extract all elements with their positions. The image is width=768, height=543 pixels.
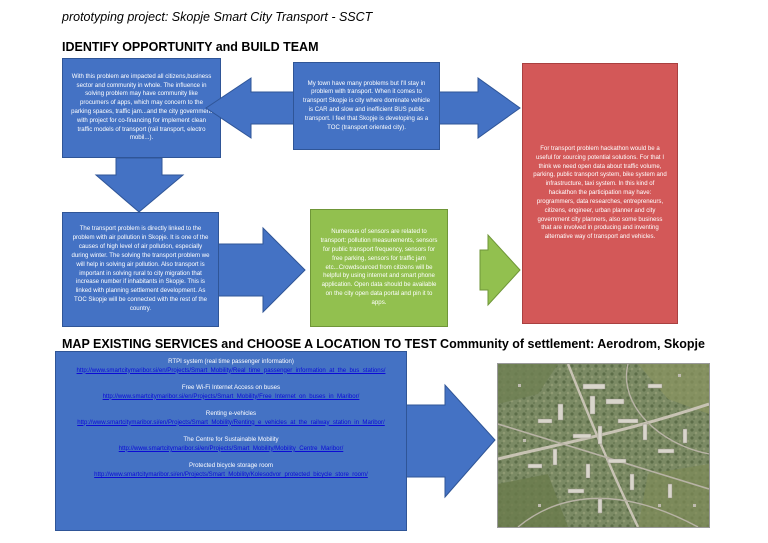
town-text: My town have many problems but I'll stay… — [302, 79, 430, 131]
service-item: Free Wi-Fi Internet Access on buses http… — [62, 384, 400, 401]
page-title: prototyping project: Skopje Smart City T… — [62, 10, 373, 24]
services-box: RTPI system (real time passenger informa… — [55, 351, 407, 531]
aerial-map-graphic — [498, 364, 709, 527]
impact-box: With this problem are impacted all citiz… — [62, 58, 221, 158]
service-title: Renting e-vehicles — [205, 410, 257, 418]
hackathon-box: For transport problem hackathon would be… — [522, 63, 678, 324]
service-link[interactable]: http://www.smartcitymaribor.si/en/Projec… — [77, 418, 385, 426]
aerial-map-image — [497, 363, 710, 528]
impact-text: With this problem are impacted all citiz… — [71, 72, 212, 142]
hackathon-text: For transport problem hackathon would be… — [533, 144, 667, 241]
service-item: The Centre for Sustainable Mobility http… — [62, 436, 400, 453]
service-link[interactable]: http://www.smartcitymaribor.si/en/Projec… — [102, 392, 360, 400]
service-item: Protected bicycle storage room http://ww… — [62, 462, 400, 479]
down-arrow — [94, 157, 185, 213]
section-heading-map: MAP EXISTING SERVICES and CHOOSE A LOCAT… — [62, 337, 705, 351]
sensors-text: Numerous of sensors are related to trans… — [320, 228, 438, 306]
service-link[interactable]: http://www.smartcitymaribor.si/en/Projec… — [94, 470, 368, 478]
sensors-box: Numerous of sensors are related to trans… — [310, 209, 448, 327]
pollution-box: The transport problem is directly linked… — [62, 212, 219, 327]
service-title: RTPI system (real time passenger informa… — [168, 358, 294, 365]
section-heading-opportunity: IDENTIFY OPPORTUNITY and BUILD TEAM — [62, 40, 319, 54]
service-item: RTPI system (real time passenger informa… — [62, 358, 400, 375]
service-link[interactable]: http://www.smartcitymaribor.si/en/Projec… — [76, 366, 386, 374]
right-arrow-green — [479, 233, 521, 307]
service-item: Renting e-vehicles http://www.smartcitym… — [62, 410, 400, 427]
service-title: Free Wi-Fi Internet Access on buses — [181, 384, 281, 392]
service-title: The Centre for Sustainable Mobility — [183, 436, 279, 444]
service-title: Protected bicycle storage room — [189, 462, 273, 470]
town-box: My town have many problems but I'll stay… — [293, 62, 440, 150]
right-arrow-middle — [217, 226, 306, 314]
pollution-text: The transport problem is directly linked… — [71, 225, 210, 312]
right-arrow-services — [404, 383, 496, 499]
service-link[interactable]: http://www.smartcitymaribor.si/en/Projec… — [118, 444, 344, 452]
